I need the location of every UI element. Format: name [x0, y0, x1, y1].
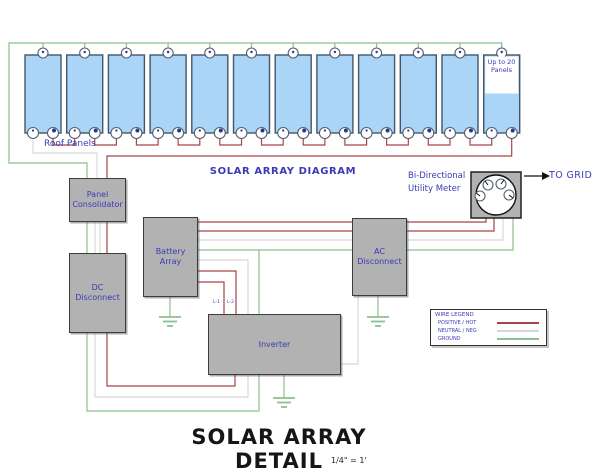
roof-panels-array [24, 43, 521, 146]
solar-panel [274, 43, 312, 140]
solar-panel [65, 43, 104, 140]
solar-panel [357, 43, 396, 140]
scale-note: 1/4" = 1' [331, 456, 367, 465]
inverter-box: Inverter [208, 314, 341, 375]
legend-row-label: NEUTRAL / NEG [438, 328, 477, 334]
positive-collector-wire [106, 135, 513, 180]
inverter-terminal-l1: L-1 [213, 300, 220, 305]
utility-meter-label: Bi-Directional Utility Meter [408, 171, 466, 194]
solar-panel [441, 43, 479, 140]
page-title: SOLAR ARRAY DETAIL [150, 425, 408, 474]
legend-wire-sample [497, 330, 539, 332]
wire-legend-rows: POSITIVE / HOT NEUTRAL / NEG GROUND [435, 319, 542, 343]
legend-wire-sample [497, 322, 539, 324]
panel-consolidator-box: Panel Consolidator [69, 178, 126, 222]
solar-panel [149, 43, 187, 140]
solar-panel [107, 43, 146, 140]
solar-panel [191, 43, 229, 140]
wire-legend: WIRE LEGEND POSITIVE / HOT NEUTRAL / NEG G… [430, 309, 547, 346]
to-grid-label: TO GRID [549, 170, 593, 181]
meter-dials [474, 178, 515, 202]
wire-legend-title: WIRE LEGEND [435, 312, 474, 318]
legend-row: GROUND [435, 335, 542, 343]
inverter-terminal-l2: L-2 [227, 300, 234, 305]
solar-panel [232, 43, 271, 140]
legend-wire-sample [497, 338, 539, 340]
battery-ground-symbol [159, 295, 181, 327]
panel-capacity-note: Up to 20 Panels [487, 58, 516, 75]
diagram-title: SOLAR ARRAY DIAGRAM [209, 166, 357, 177]
to-grid-arrow-icon [524, 172, 550, 180]
dc-disconnect-box: DC Disconnect [69, 253, 126, 333]
wires-layer [8, 42, 514, 412]
roof-panels-label: Roof Panels [44, 139, 96, 149]
ac-ground-symbol [367, 294, 389, 327]
legend-row: NEUTRAL / NEG [435, 327, 542, 335]
inverter-ground-symbol [273, 373, 295, 408]
legend-row: POSITIVE / HOT [435, 319, 542, 327]
ac-disconnect-box: AC Disconnect [352, 218, 407, 296]
solar-panel [399, 43, 437, 140]
neutral-collector-wire [32, 135, 98, 180]
solar-panel [24, 43, 62, 140]
solar-panel [316, 43, 354, 140]
legend-row-label: GROUND [438, 336, 461, 342]
legend-row-label: POSITIVE / HOT [438, 320, 477, 326]
panel-note-area [485, 56, 519, 94]
battery-array-box: Battery Array [143, 217, 198, 297]
utility-meter [470, 171, 550, 219]
